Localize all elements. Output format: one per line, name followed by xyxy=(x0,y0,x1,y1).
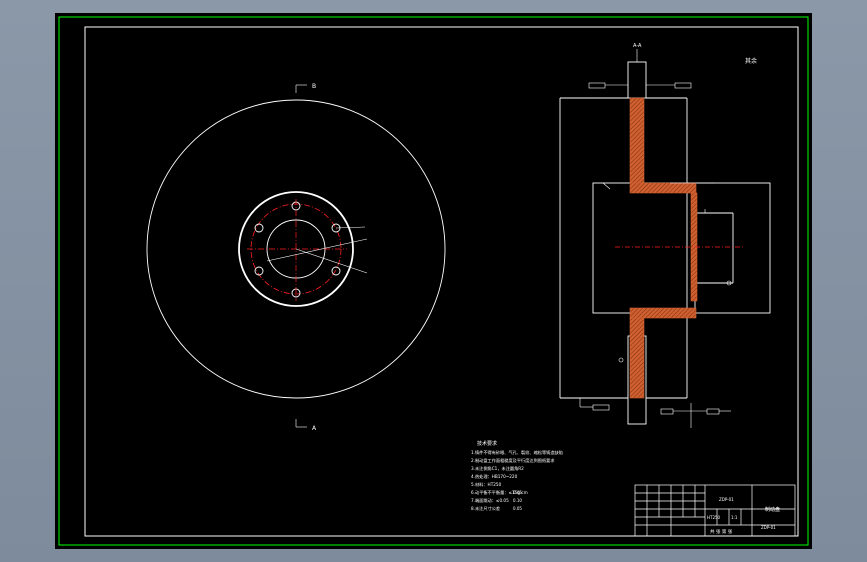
title-block-part-name: 制动盘 xyxy=(765,506,780,513)
hub-outer-circle xyxy=(238,191,354,307)
dimension-tags xyxy=(579,82,732,428)
section-hatch xyxy=(629,97,698,399)
center-lines xyxy=(247,199,347,301)
bolt-hole xyxy=(254,266,264,276)
bolt-hole xyxy=(331,266,341,276)
tech-line: 6.动平衡不平衡量：≤15g·cm xyxy=(471,489,528,496)
bolt-hole xyxy=(254,223,264,233)
tech-line: 7.端面跳动：≤0.05 xyxy=(471,497,509,504)
cad-viewport[interactable]: B A xyxy=(55,13,812,549)
roughness-note: 其余 xyxy=(745,57,757,65)
tech-line: 3.未注倒角C1，未注圆角R2 xyxy=(471,465,524,472)
sheet-inner-frame xyxy=(84,26,799,537)
title-block-material: HT250 xyxy=(707,515,721,520)
tech-requirements: 技术要求 1.铸件不得有砂眼、气孔、裂纹、缩松等铸造缺陷 2.制动盘工作面粗糙度… xyxy=(471,440,563,512)
sheet-outer-border xyxy=(58,16,809,546)
title-block-sheet: 共 张 第 张 xyxy=(710,528,733,535)
section-outline xyxy=(559,61,771,425)
title-block xyxy=(634,484,796,537)
front-view: B A xyxy=(146,83,446,432)
section-view: A-A 其余 xyxy=(559,43,771,428)
tech-side-note: 0.10 xyxy=(513,498,522,503)
view-label-bottom: A xyxy=(312,425,317,432)
section-label-top: A-A xyxy=(633,43,642,49)
tech-line: 4.热处理：HB170~220 xyxy=(471,473,518,480)
leader-lines xyxy=(266,226,368,274)
title-block-sheet-code: ZDP-01 xyxy=(761,525,776,530)
tech-line: 1.铸件不得有砂眼、气孔、裂纹、缩松等铸造缺陷 xyxy=(471,449,563,456)
tech-side-note: 0.05 xyxy=(513,506,522,511)
tech-side-note: 0.05 xyxy=(513,490,522,495)
view-label-top: B xyxy=(312,83,316,90)
tech-line: 5.材料：HT250 xyxy=(471,481,502,488)
cad-drawing: B A xyxy=(58,16,809,546)
disc-outer-circle xyxy=(146,99,446,399)
title-block-drawing-no: ZDP-01 xyxy=(719,497,734,502)
title-block-scale: 1:1 xyxy=(731,515,738,520)
tech-line: 8.未注尺寸公差 xyxy=(471,505,500,512)
tech-line: 2.制动盘工作面粗糙度及平行度达到图纸要求 xyxy=(471,457,555,464)
tech-requirements-title: 技术要求 xyxy=(477,440,497,447)
